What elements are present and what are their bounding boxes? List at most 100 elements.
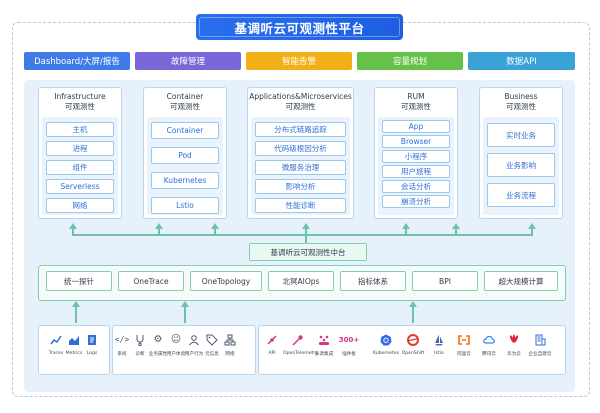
arrow-up-icon <box>528 223 536 229</box>
item-code-root-cause[interactable]: 代码级根因分析 <box>255 141 346 156</box>
gear-icon: ⚙ <box>153 334 163 345</box>
item-user-journey[interactable]: 用户旅程 <box>382 165 450 178</box>
item-host[interactable]: 主机 <box>46 122 114 137</box>
source-user-experience[interactable]: ☺ 用户体验 <box>166 334 186 357</box>
item-lstio[interactable]: Lstio <box>151 197 219 214</box>
source-huawei-cloud[interactable]: 华为云 <box>499 334 529 357</box>
category-data-api[interactable]: 数据API <box>468 52 575 70</box>
connector-line <box>531 228 533 236</box>
source-istio[interactable]: Istio <box>424 334 454 356</box>
category-capacity-planning[interactable]: 容量规划 <box>357 52 463 70</box>
item-performance-diagnosis[interactable]: 性能诊断 <box>255 198 346 213</box>
source-group-telemetry <box>38 325 110 375</box>
platform-metrics-system[interactable]: 指标体系 <box>340 271 406 291</box>
item-serverless[interactable]: Serverless <box>46 179 114 194</box>
item-distributed-tracing[interactable]: 分布式链路追踪 <box>255 122 346 137</box>
source-group-dimensions <box>112 325 256 375</box>
source-system[interactable]: </> 系统 <box>114 335 130 357</box>
item-crash-analysis[interactable]: 崩溃分析 <box>382 195 450 208</box>
arrow-up-icon <box>302 223 310 229</box>
source-network[interactable]: 网络 <box>215 334 245 357</box>
kubernetes-icon <box>380 334 392 346</box>
platform-unified-probe[interactable]: 统一探针 <box>46 271 112 291</box>
source-user-behavior[interactable]: 用户行为 <box>179 334 209 357</box>
multi-source-icon <box>318 334 330 346</box>
arrow-up-icon <box>72 301 80 307</box>
opentelemetry-icon <box>292 334 304 346</box>
connector-line <box>158 228 160 236</box>
source-aliyun[interactable]: 阿里云 <box>449 334 479 357</box>
huawei-cloud-icon <box>508 334 520 346</box>
arrow-up-icon <box>409 301 417 307</box>
connector-line <box>412 305 414 323</box>
item-browser[interactable]: Browser <box>382 135 450 148</box>
platform-large-scale-computing[interactable]: 超大规模计算 <box>484 271 558 291</box>
user-icon <box>188 334 200 346</box>
item-mini-program[interactable]: 小程序 <box>382 150 450 163</box>
source-multi-integration[interactable]: 多源集成 <box>309 334 339 357</box>
item-container[interactable]: Container <box>151 122 219 139</box>
item-realtime-business[interactable]: 实时业务 <box>487 123 555 147</box>
item-business-impact[interactable]: 业务影响 <box>487 153 555 177</box>
source-api[interactable]: API <box>257 334 287 356</box>
traces-icon <box>50 334 62 346</box>
source-plugins[interactable]: 300+ 插件板 <box>338 336 360 357</box>
source-kubernetes[interactable]: Kubernetes <box>371 334 401 356</box>
source-logs[interactable]: Logs <box>77 334 107 356</box>
item-impact-analysis[interactable]: 影响分析 <box>255 179 346 194</box>
arrow-up-icon <box>452 223 460 229</box>
source-openshift[interactable]: OpenShift <box>398 334 428 356</box>
category-dashboard[interactable]: Dashboard/大屏/报告 <box>24 52 130 70</box>
network-icon <box>224 334 236 346</box>
platform-onetopology[interactable]: OneTopology <box>190 271 262 291</box>
source-tencent-cloud[interactable]: 腾讯云 <box>474 334 504 357</box>
tag-icon <box>206 334 218 346</box>
platform-bpi[interactable]: BPI <box>412 271 478 291</box>
aliyun-icon <box>458 334 470 346</box>
column-body: 分布式链路追踪 代码级根因分析 微服务治理 影响分析 性能诊断 <box>251 117 350 215</box>
item-app[interactable]: App <box>382 120 450 133</box>
metrics-icon <box>68 334 80 346</box>
item-process[interactable]: 进程 <box>46 141 114 156</box>
connector-line <box>305 228 307 236</box>
platform-aiops[interactable]: 北冥AIOps <box>268 271 334 291</box>
logs-icon <box>86 334 98 346</box>
source-private-cloud[interactable]: 企业自建云 <box>525 334 555 357</box>
source-metrics[interactable]: Metrics <box>59 334 89 356</box>
arrow-up-icon <box>402 223 410 229</box>
item-network[interactable]: 网络 <box>46 198 114 213</box>
connector-line <box>305 234 307 243</box>
source-metadata[interactable]: 元信息 <box>197 334 227 357</box>
category-fault-management[interactable]: 故障管理 <box>135 52 241 70</box>
column-body: 主机 进程 组件 Serverless 网络 <box>42 117 118 215</box>
source-diagnosis[interactable]: 诊断 <box>125 334 155 357</box>
platform-onetrace[interactable]: OneTrace <box>118 271 184 291</box>
connector-line <box>72 228 74 236</box>
plugin-count-icon: 300+ <box>338 336 360 344</box>
connector-line <box>184 305 186 323</box>
item-component[interactable]: 组件 <box>46 160 114 175</box>
item-kubernetes[interactable]: Kubernetes <box>151 172 219 189</box>
private-cloud-icon <box>534 334 546 346</box>
item-pod[interactable]: Pod <box>151 147 219 164</box>
connector-line <box>405 228 407 236</box>
platform-label: 基调听云可观测性中台 <box>249 243 367 261</box>
source-traces[interactable]: Traces <box>41 334 71 356</box>
source-opentelemetry[interactable]: OpenTelemetry <box>283 334 318 356</box>
arrow-up-icon <box>181 301 189 307</box>
item-microservice-governance[interactable]: 微服务治理 <box>255 160 346 175</box>
item-business-process[interactable]: 业务流程 <box>487 183 555 207</box>
source-business-attributes[interactable]: ⚙ 业务属性 <box>148 334 168 357</box>
category-smart-alerting[interactable]: 智能告警 <box>246 52 352 70</box>
istio-icon <box>433 334 445 346</box>
source-group-integrations <box>258 325 566 375</box>
item-session-analysis[interactable]: 会话分析 <box>382 180 450 193</box>
